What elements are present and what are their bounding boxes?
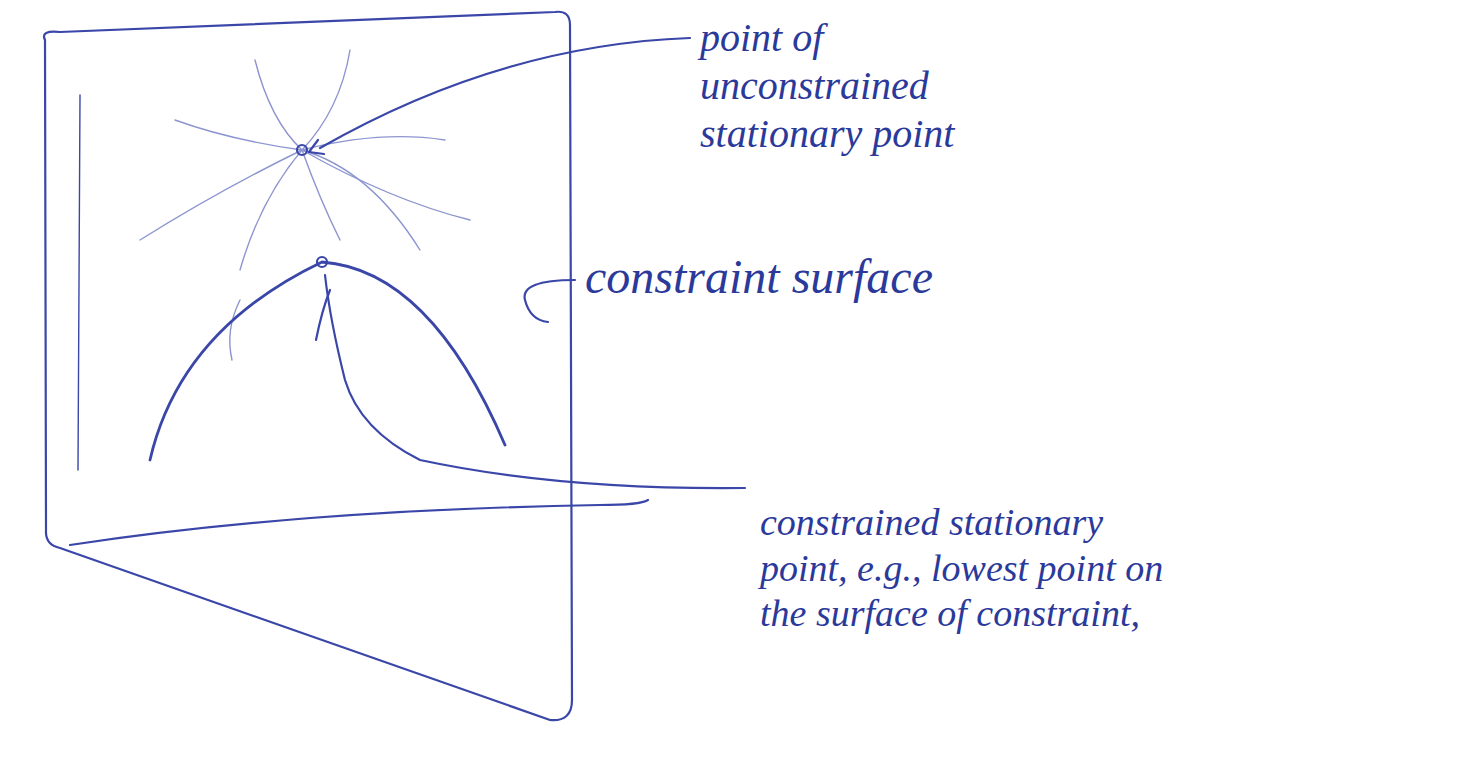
note-label: constraint surface — [585, 248, 1105, 306]
plane-outline — [44, 12, 572, 720]
plane-edge — [78, 95, 80, 470]
leader-line — [325, 275, 745, 488]
leader-line — [320, 38, 690, 148]
contour-lines — [140, 50, 470, 360]
unconstrained-point — [297, 145, 307, 155]
note-label: point of unconstrained stationary point — [700, 14, 1040, 158]
ground-line — [70, 500, 648, 545]
arrow-head — [309, 140, 324, 154]
arrow-head — [316, 290, 330, 340]
note-label: constrained stationary point, e.g., lowe… — [760, 500, 1200, 637]
leader-line — [525, 280, 575, 322]
constrained-point — [317, 257, 327, 267]
